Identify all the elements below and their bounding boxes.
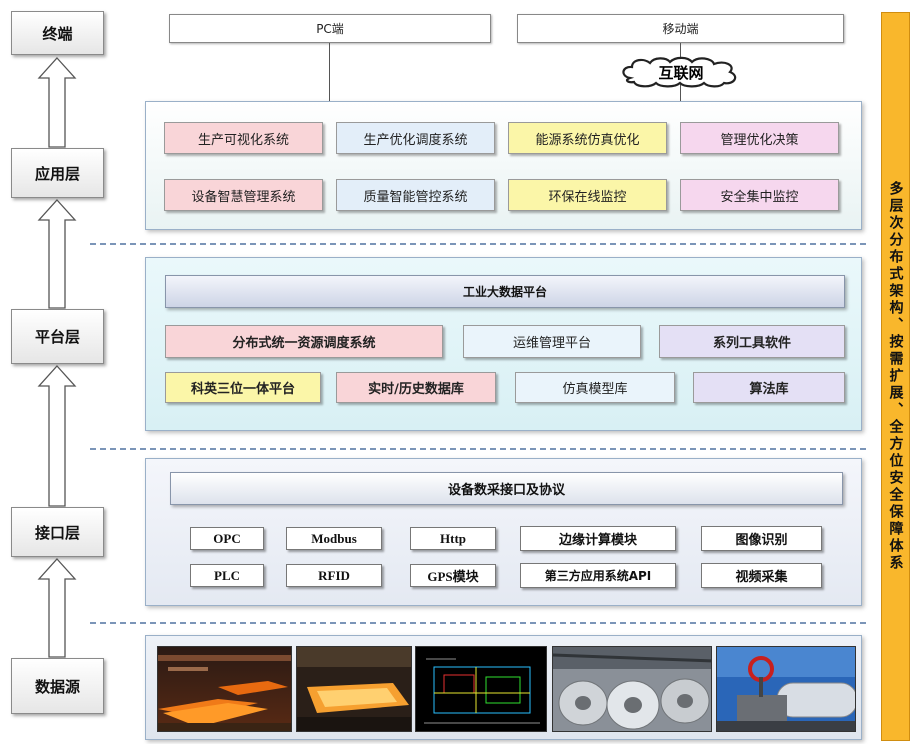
- layer-interface-box: 接口层: [11, 507, 104, 557]
- layer-platform-box: 平台层: [11, 309, 104, 364]
- app-item: 管理优化决策: [680, 122, 839, 154]
- app-item: 能源系统仿真优化: [508, 122, 667, 154]
- interface-item: Modbus: [286, 527, 382, 550]
- interface-title-bar: 设备数采接口及协议: [170, 472, 843, 505]
- platform-item: 分布式统一资源调度系统: [165, 325, 443, 358]
- layer-application-label: 应用层: [34, 164, 80, 183]
- side-banner-text: 多层次分布式架构、按需扩展、全方位安全保障体系: [887, 181, 904, 572]
- platform-item: 算法库: [693, 372, 845, 403]
- layer-interface-label: 接口层: [34, 523, 80, 542]
- up-arrow-icon: [37, 57, 77, 148]
- connector-line: [680, 83, 681, 101]
- connector-line: [680, 43, 681, 59]
- platform-item: 实时/历史数据库: [336, 372, 496, 403]
- app-item: 质量智能管控系统: [336, 179, 495, 211]
- interface-item: 第三方应用系统API: [520, 563, 676, 588]
- interface-item: Http: [410, 527, 496, 550]
- app-item: 安全集中监控: [680, 179, 839, 211]
- app-item: 生产优化调度系统: [336, 122, 495, 154]
- pipe-valve-photo: [716, 646, 856, 732]
- mobile-terminal-box: 移动端: [517, 14, 844, 43]
- steel-coils-photo: [552, 646, 712, 732]
- app-item: 生产可视化系统: [164, 122, 323, 154]
- up-arrow-icon: [37, 199, 77, 309]
- platform-item: 科英三位一体平台: [165, 372, 321, 403]
- side-banner: 多层次分布式架构、按需扩展、全方位安全保障体系: [881, 12, 910, 741]
- cloud-icon: [622, 56, 737, 88]
- platform-item: 仿真模型库: [515, 372, 675, 403]
- interface-item: OPC: [190, 527, 264, 550]
- interface-item: 视频采集: [701, 563, 822, 588]
- hot-slab-photo: [296, 646, 412, 732]
- platform-title-bar: 工业大数据平台: [165, 275, 845, 308]
- platform-item: 系列工具软件: [659, 325, 845, 358]
- interface-item: PLC: [190, 564, 264, 587]
- up-arrow-icon: [37, 365, 77, 507]
- layer-terminal-label: 终端: [42, 24, 73, 43]
- layer-terminal-box: 终端: [11, 11, 104, 55]
- platform-item: 运维管理平台: [463, 325, 641, 358]
- pc-terminal-box: PC端: [169, 14, 491, 43]
- layer-platform-label: 平台层: [34, 328, 80, 346]
- connector-line: [329, 43, 330, 101]
- up-arrow-icon: [37, 558, 77, 658]
- mobile-terminal-label: 移动端: [662, 22, 699, 36]
- cad-drawing-photo: [415, 646, 547, 732]
- steel-mill-photo: [157, 646, 292, 732]
- layer-divider: [90, 243, 866, 245]
- interface-item: 图像识别: [701, 526, 822, 551]
- layer-application-box: 应用层: [11, 148, 104, 198]
- layer-datasource-label: 数据源: [34, 677, 80, 696]
- pc-terminal-label: PC端: [316, 22, 344, 36]
- app-item: 环保在线监控: [508, 179, 667, 211]
- interface-item: GPS模块: [410, 564, 496, 587]
- interface-item: RFID: [286, 564, 382, 587]
- layer-divider: [90, 622, 866, 624]
- app-item: 设备智慧管理系统: [164, 179, 323, 211]
- layer-divider: [90, 448, 866, 450]
- interface-item: 边缘计算模块: [520, 526, 676, 551]
- internet-label: 互联网: [658, 63, 704, 82]
- layer-datasource-box: 数据源: [11, 658, 104, 714]
